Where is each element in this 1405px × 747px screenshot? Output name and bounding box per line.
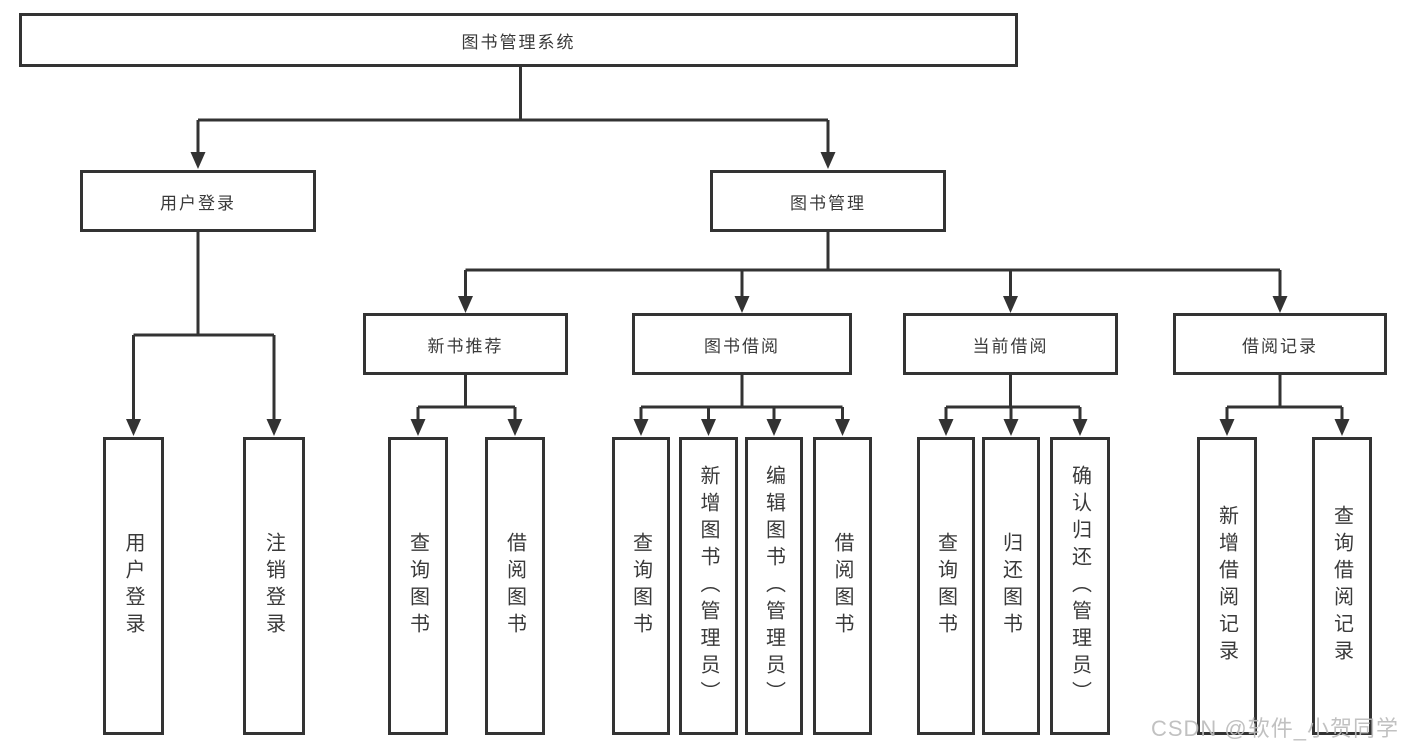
leaf-user-login: 用户登录 (103, 437, 164, 735)
leaf-add-book-admin: 新增图书（管理员） (679, 437, 738, 735)
leaf-query-books-recommend: 查询图书 (388, 437, 448, 735)
leaf-edit-book-admin-label: 编辑图书（管理员） (762, 464, 785, 708)
leaf-logout: 注销登录 (243, 437, 305, 735)
leaf-borrow-books-recommend-label: 借阅图书 (503, 532, 526, 640)
leaf-query-borrow-record: 查询借阅记录 (1312, 437, 1372, 735)
node-borrow-records-label: 借阅记录 (1242, 336, 1318, 356)
node-book-borrow: 图书借阅 (632, 313, 852, 375)
leaf-logout-label: 注销登录 (262, 532, 285, 640)
node-user-login: 用户登录 (80, 170, 316, 232)
csdn-watermark: CSDN @软件_小贺同学 (1150, 716, 1399, 741)
leaf-borrow-books-recommend: 借阅图书 (485, 437, 545, 735)
node-user-login-label: 用户登录 (160, 193, 236, 213)
leaf-query-books-borrow: 查询图书 (612, 437, 670, 735)
node-book-management-label: 图书管理 (790, 193, 866, 213)
node-new-book-recommend: 新书推荐 (363, 313, 568, 375)
leaf-query-books-borrow-label: 查询图书 (629, 532, 652, 640)
node-book-borrow-label: 图书借阅 (704, 336, 780, 356)
leaf-add-book-admin-label: 新增图书（管理员） (697, 464, 719, 708)
node-book-management: 图书管理 (710, 170, 946, 232)
node-library-system-label: 图书管理系统 (461, 32, 576, 52)
leaf-return-book-label: 归还图书 (999, 532, 1022, 640)
leaf-add-borrow-record-label: 新增借阅记录 (1215, 505, 1238, 667)
leaf-borrow-books: 借阅图书 (813, 437, 872, 735)
node-library-system: 图书管理系统 (19, 13, 1018, 67)
node-current-borrow: 当前借阅 (903, 313, 1118, 375)
node-borrow-records: 借阅记录 (1173, 313, 1387, 375)
leaf-confirm-return-admin: 确认归还（管理员） (1050, 437, 1110, 735)
leaf-query-books-recommend-label: 查询图书 (406, 532, 429, 640)
leaf-query-books-current: 查询图书 (917, 437, 975, 735)
node-new-book-recommend-label: 新书推荐 (427, 336, 504, 356)
leaf-return-book: 归还图书 (982, 437, 1040, 735)
leaf-query-borrow-record-label: 查询借阅记录 (1330, 505, 1353, 667)
leaf-edit-book-admin: 编辑图书（管理员） (745, 437, 803, 735)
node-current-borrow-label: 当前借阅 (972, 336, 1049, 356)
leaf-query-books-current-label: 查询图书 (934, 532, 957, 640)
leaf-confirm-return-admin-label: 确认归还（管理员） (1068, 464, 1091, 708)
leaf-add-borrow-record: 新增借阅记录 (1197, 437, 1257, 735)
leaf-borrow-books-label: 借阅图书 (831, 532, 853, 640)
leaf-user-login-label: 用户登录 (122, 532, 144, 640)
